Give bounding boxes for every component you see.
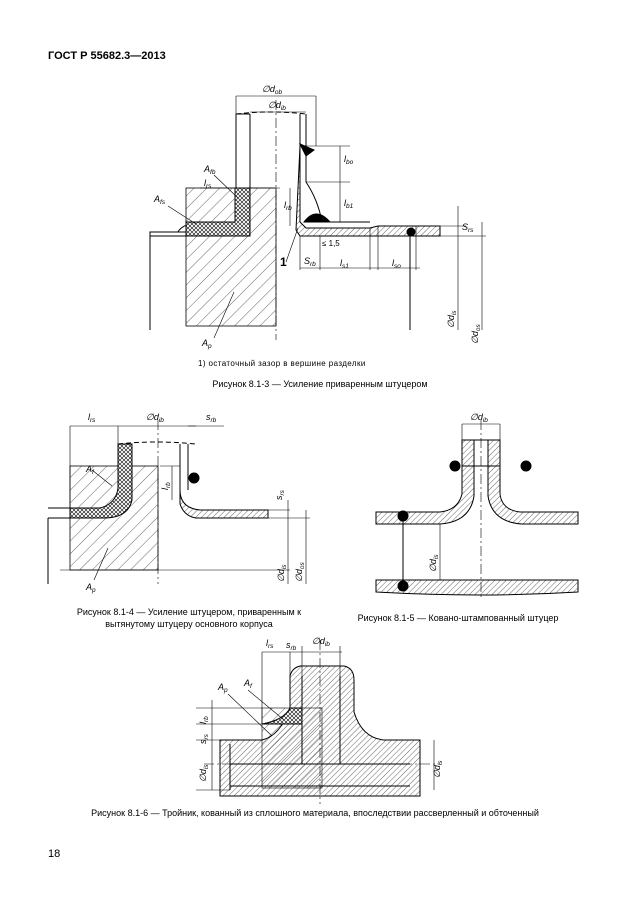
label-a-p: Ap <box>85 582 96 594</box>
label-d-ib: ∅dib <box>470 412 488 424</box>
label-a-p: Ap <box>217 682 228 694</box>
label-d-ob: ∅dob <box>262 84 282 96</box>
label-a-p: Ap <box>201 338 212 350</box>
figure-8-1-4-caption-line-2: вытянутому штуцеру основного корпуса <box>105 619 273 629</box>
label-s-rs: srs <box>198 733 210 744</box>
label-a-fs: Afs <box>153 194 166 206</box>
figure-8-1-3-caption: Рисунок 8.1-3 — Усиление приваренным шту… <box>212 379 428 389</box>
label-l-rs: lrs <box>204 178 212 190</box>
label-l-rs: lrs <box>266 638 274 650</box>
label-a-f: Af <box>85 464 95 476</box>
figure-8-1-6 <box>196 640 440 804</box>
label-d-is: ∅dis <box>446 310 458 328</box>
figure-8-1-5-labels: ∅dib ∅dis <box>428 412 488 572</box>
label-s-rb: srb <box>206 412 217 424</box>
figure-8-1-3 <box>149 95 486 340</box>
label-d-is: ∅dis <box>428 554 440 572</box>
label-d-os: ∅dos <box>294 562 306 582</box>
label-l-rb: lrb <box>160 482 172 490</box>
label-s-rb: Srb <box>304 256 316 268</box>
label-l-so: lso <box>392 258 401 270</box>
dim-1-5: ≤ 1,5 <box>322 239 340 248</box>
figure-8-1-4-labels: lrs ∅dib srb Af lrb srs Ap ∅dis ∅dos <box>85 412 306 594</box>
label-s-rs: Srs <box>462 222 474 234</box>
label-l-rb: lrb <box>198 716 210 724</box>
figure-8-1-4-caption-line-1: Рисунок 8.1-4 — Усиление штуцером, прива… <box>76 607 302 617</box>
label-s-rs: srs <box>274 489 286 500</box>
label-d-ib: ∅dib <box>312 636 330 648</box>
label-d-is-right: ∅dis <box>432 760 444 778</box>
label-s-rb: srb <box>286 640 297 652</box>
label-l-s1: ls1 <box>340 258 349 270</box>
figure-8-1-3-labels: ∅dob ∅dib Afb Afs lrs lrb lbo lb1 Srs Sr… <box>153 84 482 350</box>
label-l-rs: lrs <box>88 412 96 424</box>
figure-8-1-6-caption: Рисунок 8.1-6 — Тройник, кованный из спл… <box>91 808 539 818</box>
figure-8-1-5 <box>375 420 579 600</box>
figure-8-1-3-footnote: 1) остаточный зазор в вершине разделки <box>198 359 366 368</box>
figure-8-1-4-caption: Рисунок 8.1-4 — Усиление штуцером, прива… <box>44 606 334 630</box>
figure-8-1-6-labels: lrs srb ∅dib Ap Af lrb srs ∅dis ∅dis <box>198 636 444 782</box>
label-d-is-left: ∅dis <box>198 764 210 782</box>
figure-8-1-4 <box>47 420 310 584</box>
label-d-is: ∅dis <box>276 564 288 582</box>
label-d-ib: ∅dib <box>146 412 164 424</box>
label-d-os: ∅dos <box>470 324 482 344</box>
label-l-b1: lb1 <box>344 198 354 210</box>
label-d-ib: ∅dib <box>268 100 286 112</box>
label-a-fb: Afb <box>203 164 216 176</box>
page-number: 18 <box>48 848 61 860</box>
figure-8-1-5-caption: Рисунок 8.1-5 — Ковано-штампованный штуц… <box>357 613 559 623</box>
label-l-rb: lrb <box>284 200 292 212</box>
document-header: ГОСТ Р 55682.3—2013 <box>48 50 166 62</box>
callout-1: 1 <box>280 255 287 269</box>
label-l-bo: lbo <box>344 154 354 166</box>
label-a-f: Af <box>243 678 253 690</box>
